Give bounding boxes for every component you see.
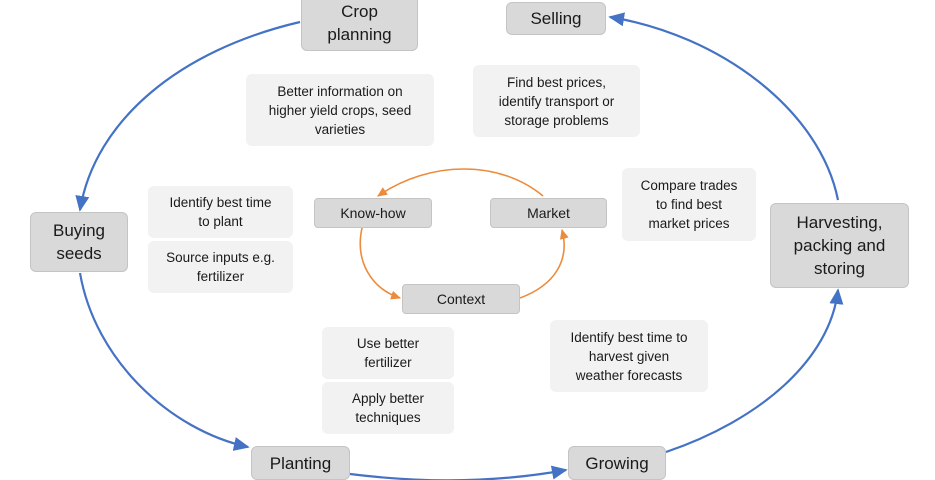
note-better-information: Better information on higher yield crops…	[246, 74, 434, 146]
arrow-planting-to-growing	[349, 465, 568, 480]
note-better-information-line-2: higher yield crops, seed	[268, 102, 412, 118]
stage-buying-seeds-line-1: Buying	[53, 221, 105, 240]
arrow-know-how-to-context	[359, 227, 402, 300]
stage-buying-seeds-line-2: seeds	[56, 244, 102, 263]
note-use-better-fertilizer: Use better fertilizer	[322, 327, 454, 379]
stage-growing-label: Growing	[585, 453, 649, 473]
stage-planting: Planting	[251, 446, 350, 480]
stage-harvesting-line-1: Harvesting,	[796, 213, 883, 232]
note-harvest-time-line-3: weather forecasts	[575, 367, 683, 383]
note-find-best-prices-line-3: storage problems	[504, 112, 609, 128]
arrow-harvesting-to-selling	[608, 12, 840, 201]
stage-growing: Growing	[568, 446, 666, 480]
stage-planting-label: Planting	[269, 453, 332, 473]
arrow-buying-seeds-to-planting	[78, 272, 250, 451]
inner-context-label: Context	[436, 291, 486, 307]
arrow-context-to-market	[519, 228, 569, 299]
note-harvest-time: Identify best time to harvest given weat…	[550, 320, 708, 392]
note-better-information-line-3: varieties	[314, 121, 366, 137]
note-find-best-prices-line-1: Find best prices,	[506, 74, 607, 90]
inner-market-label: Market	[527, 205, 570, 221]
note-best-time-to-plant-line-2: to plant	[198, 214, 243, 229]
note-apply-better-techniques: Apply better techniques	[322, 382, 454, 434]
stage-harvesting-line-3: storing	[813, 259, 866, 278]
inner-context: Context	[402, 284, 520, 314]
note-best-time-to-plant-line-1: Identify best time	[169, 195, 272, 210]
note-compare-trades-line-3: market prices	[648, 216, 730, 231]
note-source-inputs-line-2: fertilizer	[196, 269, 245, 284]
stage-harvesting-line-2: packing and	[793, 236, 886, 255]
arrow-crop-planning-to-buying-seeds	[75, 20, 301, 212]
stage-crop-planning: Crop planning	[301, 0, 418, 51]
note-apply-better-techniques-line-1: Apply better	[351, 391, 425, 406]
note-harvest-time-line-2: harvest given	[588, 348, 670, 364]
note-source-inputs: Source inputs e.g. fertilizer	[148, 241, 293, 293]
inner-market: Market	[490, 198, 607, 228]
note-find-best-prices: Find best prices, identify transport or …	[473, 65, 640, 137]
note-compare-trades-line-1: Compare trades	[640, 178, 738, 193]
inner-know-how: Know-how	[314, 198, 432, 228]
stage-harvesting: Harvesting, packing and storing	[770, 203, 909, 288]
arrow-growing-to-harvesting	[665, 288, 844, 454]
stage-buying-seeds: Buying seeds	[30, 212, 128, 272]
inner-know-how-label: Know-how	[340, 205, 406, 221]
stage-crop-planning-line-1: Crop	[341, 1, 378, 21]
arrow-market-to-know-how	[377, 168, 544, 197]
stage-selling: Selling	[506, 2, 606, 35]
stage-selling-label: Selling	[530, 9, 582, 28]
note-harvest-time-line-1: Identify best time to	[570, 329, 688, 345]
note-compare-trades-line-2: to find best	[655, 197, 723, 212]
note-find-best-prices-line-2: identify transport or	[498, 93, 615, 109]
note-source-inputs-line-1: Source inputs e.g.	[166, 250, 275, 265]
note-compare-trades: Compare trades to find best market price…	[622, 168, 756, 241]
note-better-information-line-1: Better information on	[277, 83, 403, 99]
note-best-time-to-plant: Identify best time to plant	[148, 186, 293, 238]
note-apply-better-techniques-line-2: techniques	[355, 410, 421, 425]
note-use-better-fertilizer-line-1: Use better	[356, 336, 420, 351]
stage-crop-planning-line-2: planning	[327, 24, 392, 44]
note-use-better-fertilizer-line-2: fertilizer	[364, 355, 412, 370]
